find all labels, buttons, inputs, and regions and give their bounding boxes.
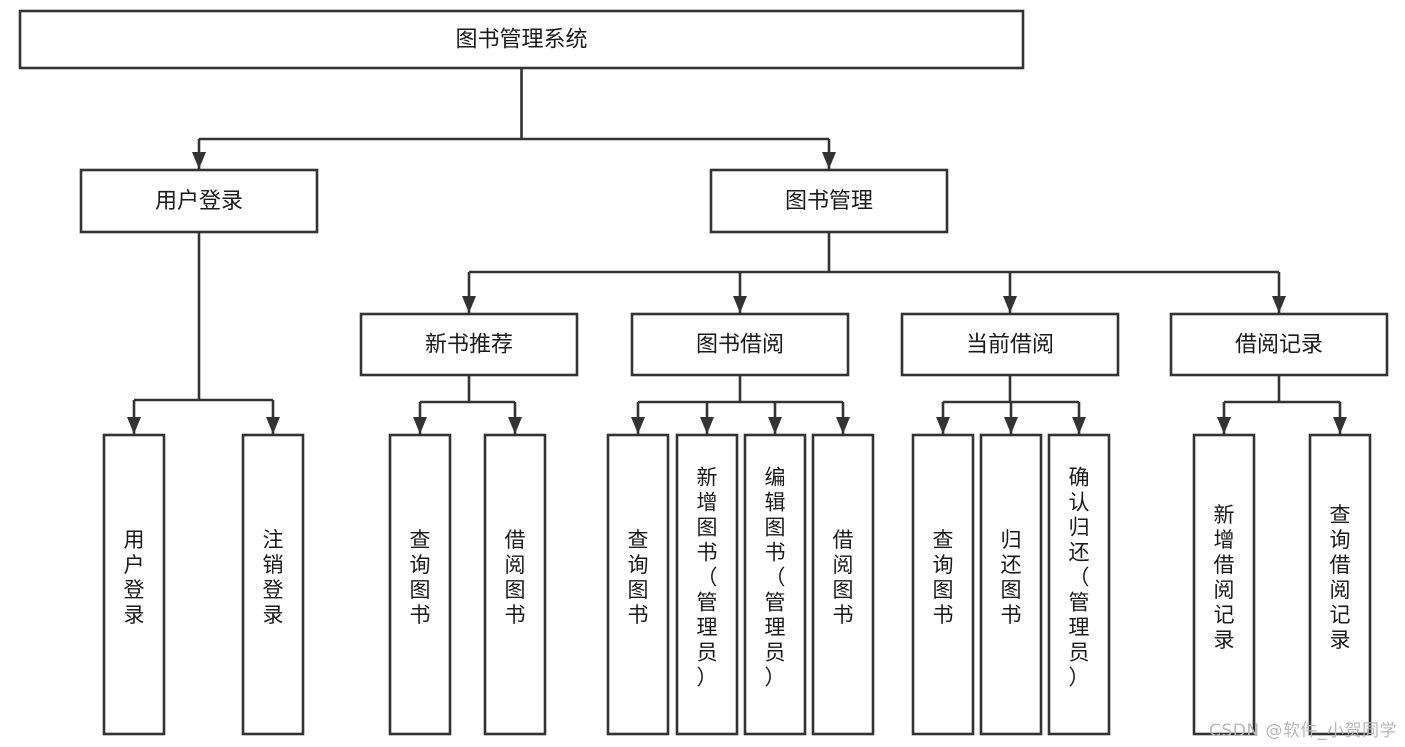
node-label-new-book-recommend: 新书推荐 <box>425 333 513 358</box>
node-box-book-management <box>709 168 949 234</box>
arrow-head-icon <box>462 296 476 313</box>
node-box-borrow-add-book <box>675 433 739 736</box>
node-user-login[interactable]: 用户登录 <box>79 168 319 234</box>
arrow-head-icon <box>127 417 141 434</box>
node-box-recommend-borrow-book <box>483 433 547 736</box>
node-current-return-book[interactable]: 归还图书 <box>979 433 1043 736</box>
node-label-borrow-query-book: 查询图书 <box>628 528 649 627</box>
node-current-confirm-return[interactable]: 确认归还（管理员） <box>1047 433 1111 736</box>
node-label-borrow-borrow-book: 借阅图书 <box>833 528 854 627</box>
node-box-borrow-record <box>1169 312 1389 377</box>
node-user-login-signin[interactable]: 用户登录 <box>102 433 166 736</box>
arrow-head-icon <box>1217 417 1231 434</box>
arrow-head-icon <box>836 417 850 434</box>
node-layer: 图书管理系统用户登录用户登录注销登录图书管理新书推荐查询图书借阅图书图书借阅查询… <box>18 9 1389 736</box>
node-current-query-book[interactable]: 查询图书 <box>911 433 975 736</box>
node-borrow-query-book[interactable]: 查询图书 <box>606 433 670 736</box>
node-book-borrow[interactable]: 图书借阅 <box>630 312 850 377</box>
node-box-current-query-book <box>911 433 975 736</box>
node-label-borrow-record: 借阅记录 <box>1235 333 1323 358</box>
arrow-head-icon <box>700 417 714 434</box>
node-box-current-borrow <box>900 312 1120 377</box>
node-box-user-login-signout <box>241 433 305 736</box>
node-label-current-borrow: 当前借阅 <box>966 333 1054 358</box>
node-borrow-borrow-book[interactable]: 借阅图书 <box>811 433 875 736</box>
node-box-borrow-query-book <box>606 433 670 736</box>
arrow-head-icon <box>1272 296 1286 313</box>
node-borrow-record[interactable]: 借阅记录 <box>1169 312 1389 377</box>
arrow-head-icon <box>631 417 645 434</box>
arrow-head-icon <box>822 152 836 169</box>
node-label-record-query: 查询借阅记录 <box>1330 503 1351 652</box>
node-box-current-return-book <box>979 433 1043 736</box>
node-label-borrow-edit-book: 编辑图书（管理员） <box>765 466 786 690</box>
node-box-user-login <box>79 168 319 234</box>
arrow-head-icon <box>266 417 280 434</box>
node-box-current-confirm-return <box>1047 433 1111 736</box>
arrow-head-icon <box>508 417 522 434</box>
node-borrow-add-book[interactable]: 新增图书（管理员） <box>675 433 739 736</box>
node-box-book-borrow <box>630 312 850 377</box>
node-box-borrow-borrow-book <box>811 433 875 736</box>
node-book-management[interactable]: 图书管理 <box>709 168 949 234</box>
node-box-record-query <box>1308 433 1372 736</box>
arrow-head-icon <box>413 417 427 434</box>
arrow-head-icon <box>1072 417 1086 434</box>
node-label-record-add: 新增借阅记录 <box>1214 503 1235 652</box>
node-label-borrow-add-book: 新增图书（管理员） <box>697 466 718 690</box>
node-box-borrow-edit-book <box>743 433 807 736</box>
node-label-user-login-signin: 用户登录 <box>124 528 145 627</box>
node-user-login-signout[interactable]: 注销登录 <box>241 433 305 736</box>
node-label-recommend-query-book: 查询图书 <box>410 528 431 627</box>
node-label-user-login-signout: 注销登录 <box>263 528 284 627</box>
node-box-new-book-recommend <box>359 312 579 377</box>
node-box-recommend-query-book <box>388 433 452 736</box>
node-box-user-login-signin <box>102 433 166 736</box>
arrow-head-icon <box>192 152 206 169</box>
arrow-head-icon <box>1004 417 1018 434</box>
node-label-current-return-book: 归还图书 <box>1001 528 1022 627</box>
node-recommend-query-book[interactable]: 查询图书 <box>388 433 452 736</box>
node-recommend-borrow-book[interactable]: 借阅图书 <box>483 433 547 736</box>
node-label-book-borrow: 图书借阅 <box>696 333 784 358</box>
node-root[interactable]: 图书管理系统 <box>18 9 1025 70</box>
node-record-add[interactable]: 新增借阅记录 <box>1192 433 1256 736</box>
arrow-head-icon <box>768 417 782 434</box>
node-label-current-confirm-return: 确认归还（管理员） <box>1069 466 1090 690</box>
node-current-borrow[interactable]: 当前借阅 <box>900 312 1120 377</box>
node-label-book-management: 图书管理 <box>785 189 873 214</box>
node-label-current-query-book: 查询图书 <box>933 528 954 627</box>
node-label-root: 图书管理系统 <box>455 28 587 53</box>
node-record-query[interactable]: 查询借阅记录 <box>1308 433 1372 736</box>
arrow-head-icon <box>1003 296 1017 313</box>
arrow-head-icon <box>1333 417 1347 434</box>
node-label-user-login: 用户登录 <box>155 189 243 214</box>
node-label-recommend-borrow-book: 借阅图书 <box>505 528 526 627</box>
node-box-record-add <box>1192 433 1256 736</box>
node-new-book-recommend[interactable]: 新书推荐 <box>359 312 579 377</box>
node-box-root <box>18 9 1025 70</box>
node-borrow-edit-book[interactable]: 编辑图书（管理员） <box>743 433 807 736</box>
arrow-head-icon <box>733 296 747 313</box>
connector-layer <box>127 68 1347 434</box>
arrow-head-icon <box>936 417 950 434</box>
